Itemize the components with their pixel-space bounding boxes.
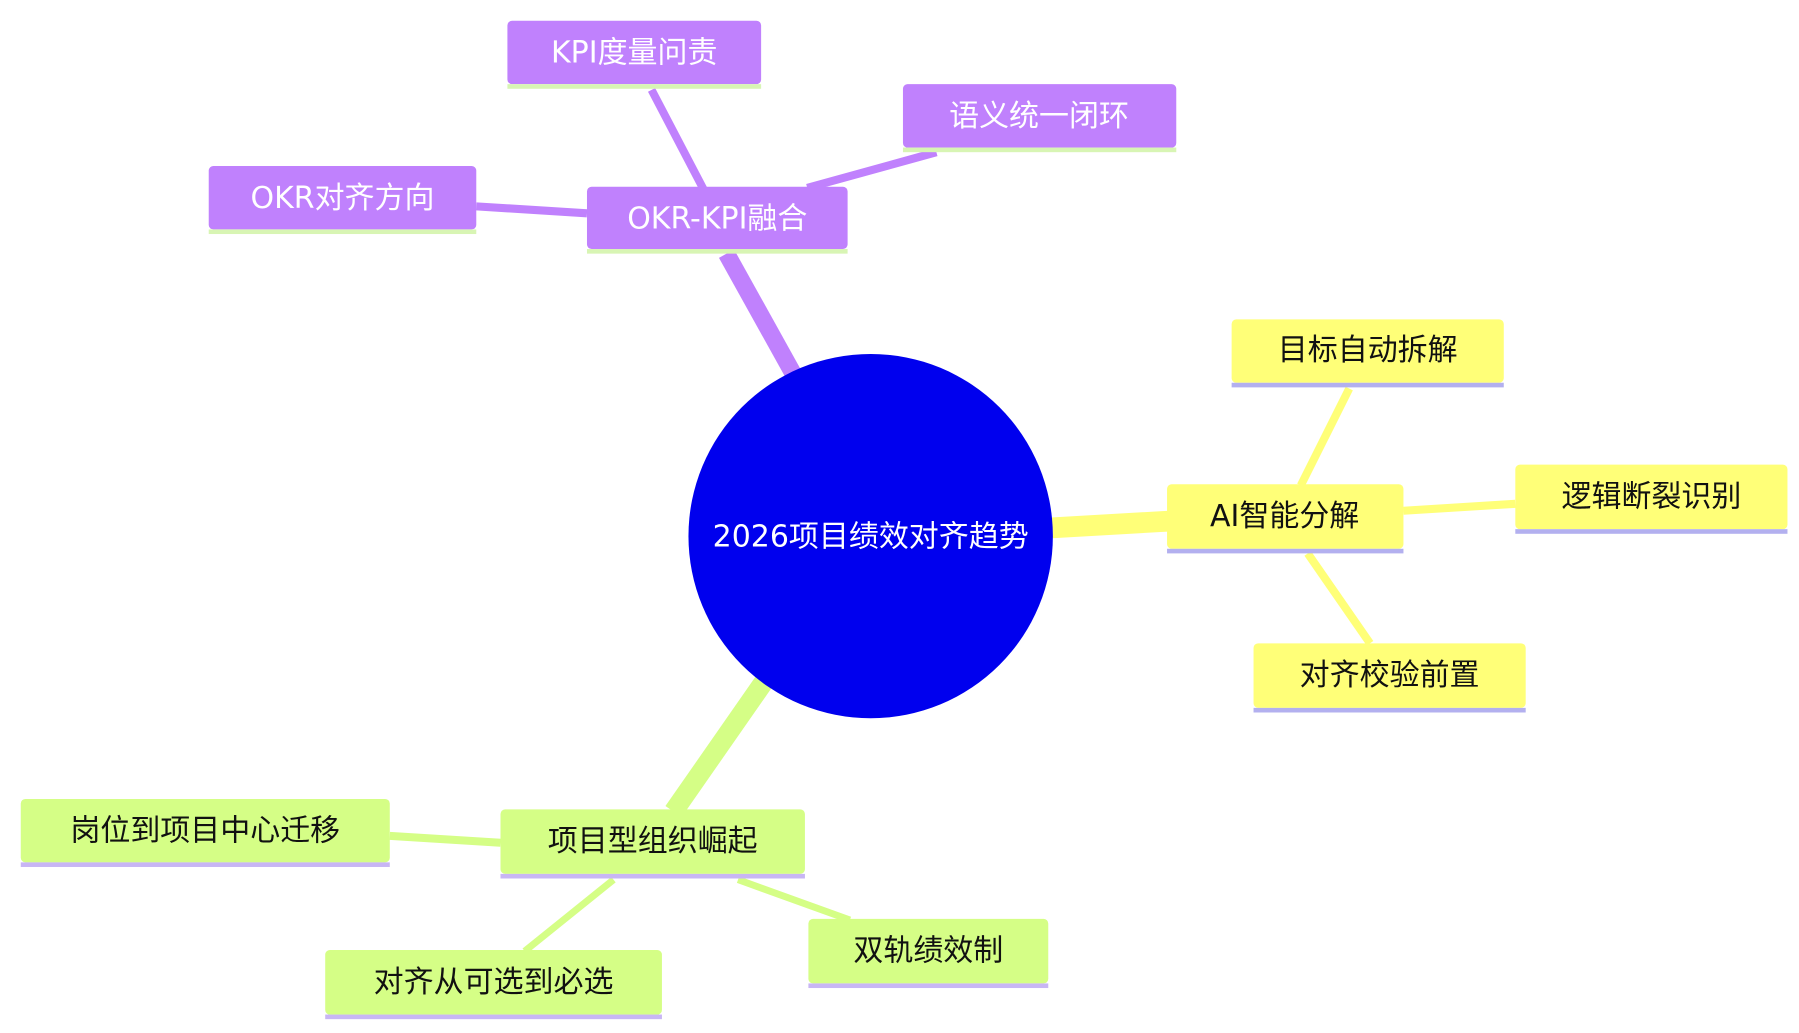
- node-goal-decompose-underline: [1231, 382, 1504, 388]
- node-dual-track-label: 双轨绩效制: [853, 934, 1003, 969]
- node-logic-break-label: 逻辑断裂识别: [1561, 479, 1741, 514]
- node-logic-break: 逻辑断裂识别: [1515, 464, 1788, 534]
- node-semantic-loop-label: 语义统一闭环: [949, 99, 1129, 134]
- node-role-migration-box: [20, 798, 390, 863]
- branch-project-org-label: 项目型组织崛起: [548, 824, 758, 859]
- edge-okr-kpi-to-kpi-accountability: [647, 88, 708, 191]
- edge-root-ai: [1048, 510, 1170, 539]
- node-okr-direction: OKR对齐方向: [208, 166, 477, 235]
- edge-ai-to-logic-break: [1403, 499, 1516, 515]
- node-role-migration: 岗位到项目中心迁移: [20, 798, 390, 867]
- node-kpi-accountability: KPI度量问责: [507, 20, 762, 89]
- node-alignment-check-underline: [1253, 707, 1526, 713]
- node-kpi-accountability-box: [507, 20, 762, 85]
- node-alignment-required-underline: [325, 1014, 662, 1020]
- branch-ai: AI智能分解: [1167, 484, 1404, 554]
- node-alignment-required: 对齐从可选到必选: [325, 949, 662, 1020]
- node-alignment-required-box: [325, 949, 662, 1015]
- node-okr-direction-box: [208, 166, 477, 230]
- node-semantic-loop-box: [902, 84, 1177, 148]
- edge-okr-kpi-to-semantic-loop: [806, 148, 938, 192]
- branch-okr-kpi-box: [586, 186, 848, 250]
- branch-okr-kpi-label: OKR-KPI融合: [627, 202, 807, 237]
- node-kpi-accountability-label: KPI度量问责: [551, 36, 717, 71]
- node-role-migration-underline: [20, 862, 390, 867]
- root-circle: [688, 353, 1053, 719]
- branch-project-org-underline: [500, 873, 805, 879]
- node-role-migration-label: 岗位到项目中心迁移: [70, 814, 340, 849]
- root-node: 2026项目绩效对齐趋势: [688, 353, 1053, 719]
- node-dual-track-box: [808, 918, 1049, 984]
- edge-okr-kpi-to-okr-direction: [476, 202, 588, 218]
- branch-ai-underline: [1167, 548, 1404, 554]
- node-dual-track-underline: [808, 983, 1049, 989]
- edge-project-org-to-alignment-required: [522, 876, 616, 954]
- node-semantic-loop-underline: [902, 147, 1177, 153]
- node-semantic-loop: 语义统一闭环: [902, 84, 1177, 153]
- branch-okr-kpi-underline: [586, 249, 848, 254]
- edge-ai-to-goal-decompose: [1297, 386, 1353, 488]
- node-goal-decompose-box: [1231, 319, 1504, 383]
- edge-ai-to-alignment-check: [1304, 551, 1374, 646]
- node-goal-decompose: 目标自动拆解: [1231, 319, 1504, 388]
- node-alignment-required-label: 对齐从可选到必选: [374, 965, 614, 1000]
- node-logic-break-box: [1515, 464, 1788, 530]
- edge-root-okr-kpi: [718, 249, 804, 383]
- node-dual-track: 双轨绩效制: [808, 918, 1049, 989]
- node-alignment-check: 对齐校验前置: [1253, 643, 1526, 713]
- node-okr-direction-underline: [208, 229, 477, 235]
- node-alignment-check-box: [1253, 643, 1526, 708]
- branch-ai-box: [1167, 484, 1404, 549]
- edge-project-org-to-role-migration: [389, 831, 501, 847]
- node-logic-break-underline: [1515, 529, 1788, 534]
- branch-okr-kpi: OKR-KPI融合: [586, 186, 848, 254]
- branch-project-org-box: [500, 809, 805, 874]
- node-okr-direction-label: OKR对齐方向: [251, 181, 435, 216]
- edges: [389, 88, 1516, 954]
- edge-project-org-to-dual-track: [736, 876, 852, 924]
- node-alignment-check-label: 对齐校验前置: [1300, 658, 1480, 693]
- branch-ai-label: AI智能分解: [1210, 499, 1359, 534]
- root-label: 2026项目绩效对齐趋势: [713, 520, 1029, 555]
- node-kpi-accountability-underline: [507, 84, 762, 89]
- branch-project-org: 项目型组织崛起: [500, 809, 805, 879]
- edge-root-project-org: [665, 676, 772, 818]
- node-goal-decompose-label: 目标自动拆解: [1278, 333, 1458, 368]
